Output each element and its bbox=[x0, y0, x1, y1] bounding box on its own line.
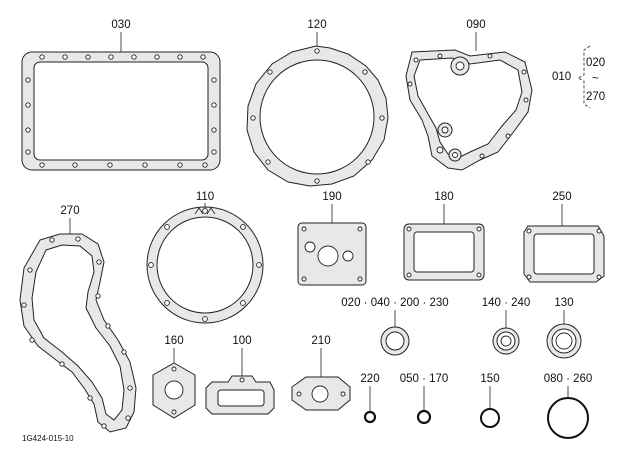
gasket-190[interactable] bbox=[297, 222, 367, 286]
seal-140-240[interactable] bbox=[492, 327, 520, 355]
seal-020-040-200-230[interactable] bbox=[380, 326, 410, 356]
seal-130[interactable] bbox=[546, 323, 582, 359]
gasket-100[interactable] bbox=[205, 375, 275, 415]
label-270: 270 bbox=[60, 205, 79, 217]
label-250: 250 bbox=[552, 191, 571, 203]
label-120: 120 bbox=[307, 19, 326, 31]
gasket-250[interactable] bbox=[523, 225, 605, 283]
label-tilde: ~ bbox=[592, 73, 599, 85]
o-ring-050-170[interactable] bbox=[416, 409, 432, 425]
label-090: 090 bbox=[466, 19, 485, 31]
label-130: 130 bbox=[554, 297, 573, 309]
label-010: 010 bbox=[552, 71, 571, 83]
gasket-180[interactable] bbox=[403, 223, 485, 281]
label-030: 030 bbox=[111, 19, 130, 31]
gasket-160[interactable] bbox=[152, 362, 196, 419]
doc-code: 1G424-015-10 bbox=[22, 434, 74, 443]
o-ring-080-260[interactable] bbox=[547, 397, 589, 439]
label-210: 210 bbox=[311, 335, 330, 347]
gasket-210[interactable] bbox=[291, 376, 351, 411]
label-220: 220 bbox=[360, 373, 379, 385]
label-020: 020 bbox=[586, 57, 605, 69]
label-020-040-200-230: 020 · 040 · 200 · 230 bbox=[341, 297, 448, 309]
gasket-090[interactable] bbox=[405, 49, 533, 171]
label-050-170: 050 · 170 bbox=[400, 373, 449, 385]
gasket-110[interactable] bbox=[146, 206, 264, 324]
label-080-260: 080 · 260 bbox=[544, 373, 593, 385]
label-190: 190 bbox=[322, 191, 341, 203]
gasket-120[interactable] bbox=[246, 45, 389, 187]
gasket-030[interactable] bbox=[21, 51, 221, 171]
label-180: 180 bbox=[434, 191, 453, 203]
o-ring-150[interactable] bbox=[480, 408, 500, 428]
gasket-270[interactable] bbox=[19, 233, 137, 433]
label-150: 150 bbox=[480, 373, 499, 385]
label-100: 100 bbox=[232, 335, 251, 347]
o-ring-220[interactable] bbox=[363, 410, 377, 424]
label-140-240: 140 · 240 bbox=[482, 297, 531, 309]
label-110: 110 bbox=[196, 191, 214, 203]
label-160: 160 bbox=[164, 335, 183, 347]
label-270-range: 270 bbox=[586, 91, 605, 103]
